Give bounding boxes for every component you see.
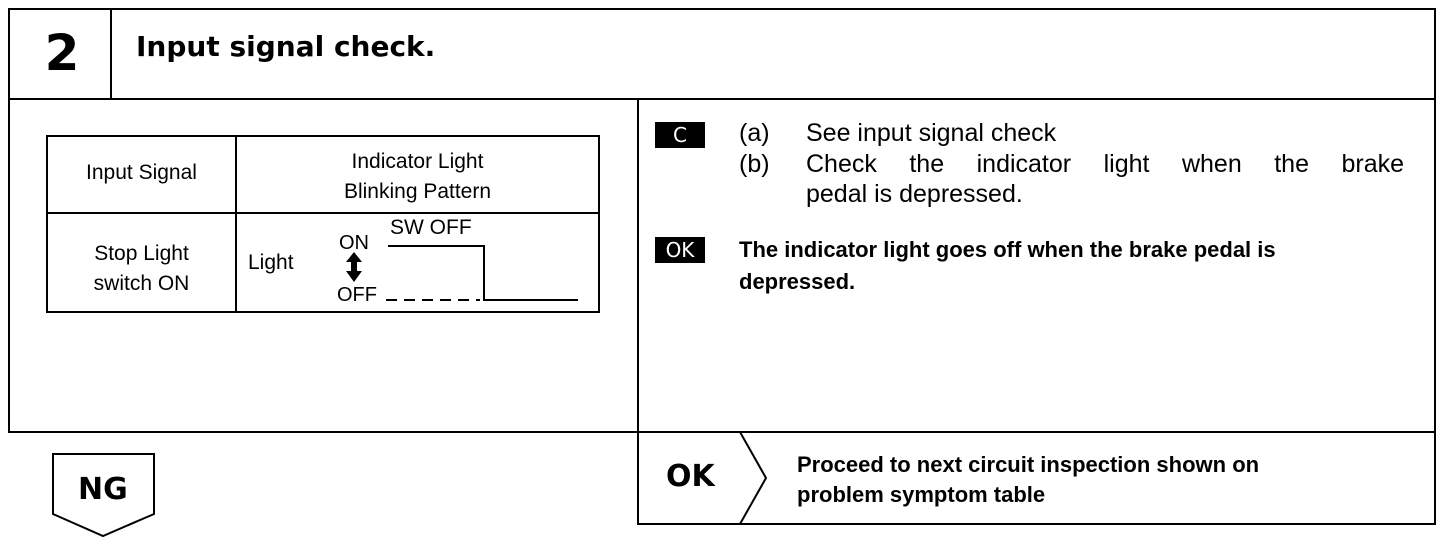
- signal-table: Input Signal Indicator Light Blinking Pa…: [46, 135, 600, 313]
- body-bottom-divider: [8, 431, 1436, 433]
- ok-box-bottom: [637, 523, 1436, 525]
- ng-branch-label: NG: [78, 472, 128, 507]
- step-b-line2: pedal is depressed.: [806, 180, 1023, 208]
- on-label: ON: [339, 232, 369, 254]
- table-column-divider: [235, 137, 237, 311]
- waveform-line: [388, 245, 578, 301]
- up-down-arrow-icon: [346, 252, 362, 282]
- ok-branch-chevron: [739, 432, 768, 524]
- frame-right: [1434, 8, 1436, 525]
- ok-result-line1: The indicator light goes off when the br…: [739, 237, 1276, 262]
- frame-top: [8, 8, 1436, 10]
- col-header-line1: Indicator Light: [351, 150, 484, 173]
- table-row-divider: [48, 212, 598, 214]
- col-header-input-signal: Input Signal: [86, 161, 197, 184]
- step-number-divider: [110, 8, 112, 98]
- ok-branch-line1: Proceed to next circuit inspection shown…: [797, 452, 1260, 477]
- off-label: OFF: [337, 284, 377, 306]
- step-title: Input signal check.: [136, 30, 436, 63]
- step-a-text: See input signal check: [806, 119, 1057, 147]
- row-signal-line2: switch ON: [93, 272, 190, 295]
- c-badge: C: [655, 122, 705, 148]
- ok-result-line2: depressed.: [739, 269, 856, 294]
- ok-badge: OK: [655, 237, 705, 263]
- blink-pattern-diagram: [346, 245, 578, 301]
- ok-branch-line2: problem symptom table: [797, 482, 1046, 507]
- step-b-label: (b): [739, 150, 770, 178]
- row-signal-line1: Stop Light: [94, 242, 189, 265]
- row-light-label: Light: [248, 251, 294, 274]
- ok-branch-label: OK: [666, 459, 715, 494]
- body-center-divider: [637, 98, 639, 525]
- sw-off-label: SW OFF: [390, 216, 472, 239]
- ng-branch-arrow-box: [52, 453, 155, 538]
- step-a-label: (a): [739, 119, 770, 147]
- step-b-line1: Check the indicator light when the brake: [806, 150, 1404, 178]
- frame-left: [8, 8, 10, 433]
- header-divider: [8, 98, 1436, 100]
- col-header-line2: Blinking Pattern: [343, 180, 492, 203]
- step-number: 2: [44, 24, 80, 82]
